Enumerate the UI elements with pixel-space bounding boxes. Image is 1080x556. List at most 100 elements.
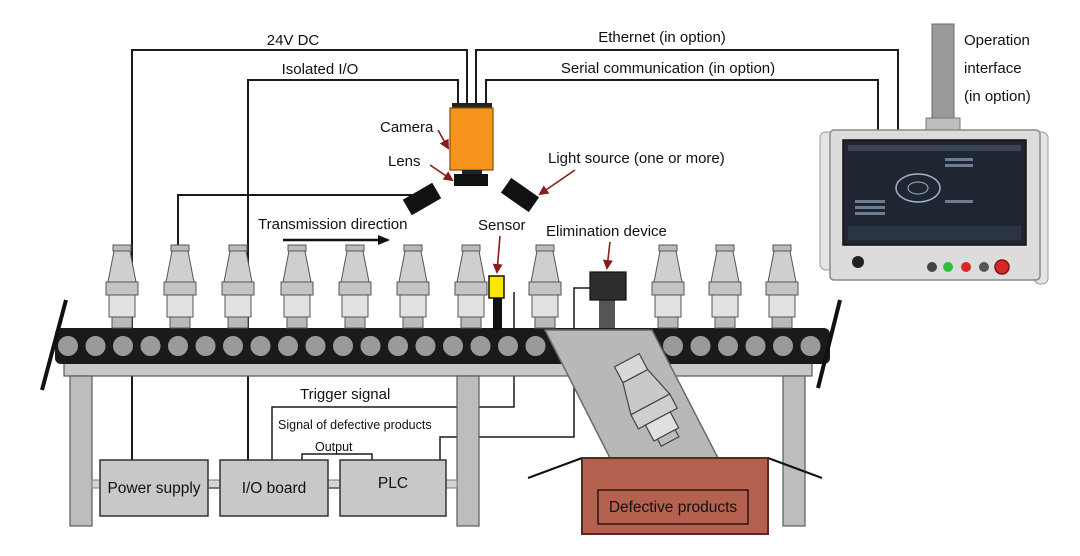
elimination-rod xyxy=(599,300,615,328)
light-source-arrow xyxy=(538,169,576,196)
wire-signal-defective xyxy=(439,287,590,460)
screen-3d-model xyxy=(895,173,941,203)
panel-key-icon xyxy=(852,256,864,268)
sensor-head xyxy=(488,275,505,299)
bottle xyxy=(454,244,488,329)
roller xyxy=(771,334,795,358)
plc-box xyxy=(339,459,447,517)
roller xyxy=(83,334,108,358)
label-ethernet: Ethernet (in option) xyxy=(598,29,726,46)
bottles xyxy=(105,244,799,329)
lens-ring xyxy=(462,170,482,175)
io-board-box xyxy=(219,459,329,517)
label-operation-3: (in option) xyxy=(964,88,1031,105)
bin-label-frame xyxy=(597,489,749,525)
bin-flap-right xyxy=(767,457,823,479)
wire-24v-dc xyxy=(131,49,468,460)
wire-output xyxy=(301,453,373,460)
break-mark-left xyxy=(40,299,68,391)
defective-products-label: Defective products xyxy=(609,499,738,516)
label-serial: Serial communication (in option) xyxy=(561,60,775,77)
label-elimination-device: Elimination device xyxy=(546,223,667,240)
panel-buttons xyxy=(852,256,1010,275)
bottle xyxy=(528,244,562,329)
panel-emergency-stop xyxy=(994,259,1010,275)
rejection-chute xyxy=(543,329,720,459)
label-operation-2: interface xyxy=(964,60,1022,77)
labels: 24V DC Isolated I/O Ethernet (in option)… xyxy=(258,29,1031,454)
elimination-device xyxy=(589,271,627,328)
leg-1 xyxy=(69,375,93,527)
bottle xyxy=(765,244,799,329)
bottle xyxy=(651,244,685,329)
roller xyxy=(358,334,383,358)
elimination-arrow xyxy=(602,241,613,270)
power-supply-label: Power supply xyxy=(107,480,200,497)
sensor-post xyxy=(493,296,502,330)
panel-button-red-1 xyxy=(961,262,971,272)
roller xyxy=(221,334,245,358)
lens xyxy=(454,174,488,186)
leg-2 xyxy=(456,375,480,527)
bottle xyxy=(338,244,372,329)
label-24v-dc: 24V DC xyxy=(267,32,320,49)
roller xyxy=(248,334,273,358)
roller xyxy=(111,334,135,358)
rollers xyxy=(56,334,823,358)
lens-arrow xyxy=(429,164,454,182)
panel-button-green xyxy=(943,262,953,272)
light-source-left xyxy=(402,182,442,216)
roller xyxy=(523,334,548,358)
plc-label: PLC xyxy=(378,475,408,492)
label-signal-defective: Signal of defective products xyxy=(278,418,432,432)
light-sources xyxy=(402,177,540,216)
label-operation-1: Operation xyxy=(964,32,1030,49)
roller xyxy=(276,334,300,358)
break-mark-right xyxy=(816,299,842,389)
control-boxes: Power supply I/O board PLC xyxy=(99,459,447,517)
camera-mount-top xyxy=(452,103,492,109)
camera-body xyxy=(449,107,494,171)
roller xyxy=(798,334,823,358)
roller xyxy=(688,334,713,358)
bottle xyxy=(280,244,314,329)
bottle xyxy=(105,244,139,329)
camera-arrow xyxy=(437,129,449,150)
label-sensor: Sensor xyxy=(478,217,526,234)
label-isolated-io: Isolated I/O xyxy=(282,61,359,78)
roller xyxy=(331,334,355,358)
roller xyxy=(661,334,685,358)
bottle xyxy=(221,244,255,329)
panel-button-gray-1 xyxy=(927,262,937,272)
roller xyxy=(413,334,438,358)
bottle xyxy=(163,244,197,329)
roller xyxy=(468,334,493,358)
wire-serial xyxy=(485,79,879,132)
wire-ethernet xyxy=(475,49,899,132)
roller xyxy=(441,334,465,358)
roller xyxy=(743,334,768,358)
panel-button-gray-2 xyxy=(979,262,989,272)
light-source-right xyxy=(500,177,540,213)
roller xyxy=(166,334,190,358)
roller xyxy=(138,334,163,358)
bin-flap-left xyxy=(527,457,583,479)
screen-content xyxy=(848,145,1021,240)
bottle xyxy=(708,244,742,329)
roller xyxy=(386,334,410,358)
annotation-arrows xyxy=(283,129,613,274)
panel-pole xyxy=(931,23,955,125)
label-output: Output xyxy=(315,440,353,454)
roller xyxy=(303,334,328,358)
label-transmission-direction: Transmission direction xyxy=(258,216,408,233)
label-camera: Camera xyxy=(380,119,434,136)
label-light-source: Light source (one or more) xyxy=(548,150,725,167)
operation-interface xyxy=(819,23,1049,285)
io-board-label: I/O board xyxy=(242,480,307,497)
roller xyxy=(193,334,218,358)
sensor-assembly xyxy=(488,275,505,330)
defective-products-bin: Defective products xyxy=(527,457,823,535)
label-lens: Lens xyxy=(388,153,421,170)
roller xyxy=(496,334,520,358)
